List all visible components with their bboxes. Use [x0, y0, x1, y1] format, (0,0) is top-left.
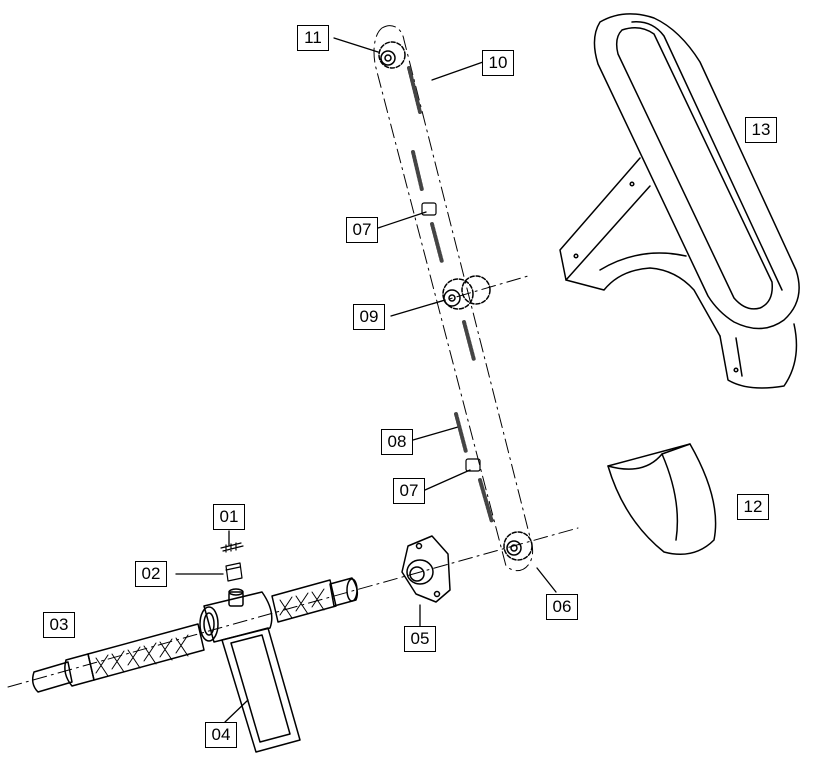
shaft-key [225, 562, 243, 582]
seat [559, 13, 800, 389]
seat-pad-inner [615, 27, 773, 310]
flange-bearing [401, 535, 451, 603]
seat-support-curve [599, 252, 687, 271]
callout-10: 10 [482, 50, 514, 76]
small-hardware [220, 542, 244, 582]
main-shaft [31, 577, 359, 693]
chain-segment [462, 320, 476, 362]
seat-bottom-skirt [719, 323, 798, 389]
seat-bolt [629, 181, 635, 187]
main-shaft-axis [7, 527, 579, 688]
chain-connector-upper [421, 202, 437, 216]
tee-hub [199, 588, 301, 753]
leader-04 [224, 699, 249, 723]
leader-07a [377, 211, 427, 229]
seat-pad-edge [631, 21, 783, 291]
seat-support-bracket [565, 267, 721, 337]
middle-sprocket [442, 275, 491, 310]
top-sprocket [378, 41, 406, 69]
top-sprocket-hub [380, 50, 396, 66]
shaft-right-end [346, 578, 358, 602]
flange-bolt-hole-top [415, 542, 423, 550]
set-screw [220, 542, 244, 553]
shaft-right-stub [329, 577, 359, 607]
flange-plate [401, 535, 451, 603]
leader-lines [175, 37, 557, 723]
leader-10 [431, 61, 484, 81]
callout-09: 09 [353, 304, 385, 330]
callout-07-upper: 07 [346, 217, 378, 243]
shaft-left-knurl-pattern [95, 634, 189, 677]
callout-04: 04 [205, 722, 237, 748]
seat-bolt [733, 367, 739, 373]
handle-inner [230, 634, 291, 743]
middle-sprocket-bore [448, 294, 456, 302]
callout-08: 08 [381, 429, 413, 455]
leader-07b [424, 469, 471, 491]
chain-segments [407, 66, 494, 524]
handle-outer [221, 627, 301, 753]
upper-axis [431, 275, 529, 305]
bottom-sprocket [503, 531, 533, 561]
chain-loop-outline [373, 25, 534, 572]
shaft-left-collar [64, 653, 95, 687]
leader-08 [412, 426, 459, 441]
callout-07-lower: 07 [393, 478, 425, 504]
bottom-sprocket-bore [510, 544, 518, 552]
callout-03: 03 [43, 612, 75, 638]
callout-06: 06 [546, 594, 578, 620]
shaft-left-knurled [87, 623, 205, 681]
chain-connector-lower [465, 458, 481, 472]
guard-rim [661, 443, 691, 455]
shaft-right-knurl-pattern [279, 588, 325, 619]
top-sprocket-bore [384, 54, 392, 62]
bottom-sprocket-hub [506, 540, 522, 556]
chain-segment [430, 222, 444, 264]
shaft-right-knurled [271, 579, 337, 623]
chain-segment [407, 66, 422, 114]
callout-01: 01 [213, 504, 245, 530]
seat-support-plate [559, 157, 651, 281]
tee-hub-bore-inner [203, 612, 215, 636]
callout-12: 12 [737, 494, 769, 520]
leader-11 [333, 37, 379, 53]
chain-segment [478, 478, 494, 524]
shaft-left-stub [31, 661, 73, 693]
callout-02: 02 [135, 561, 167, 587]
tee-hub-bore [199, 606, 219, 642]
top-sprocket-gear [378, 41, 406, 69]
leader-09 [390, 299, 446, 317]
seat-bolt [573, 253, 579, 259]
middle-sprocket-hub [443, 289, 461, 307]
curved-guard [607, 443, 717, 555]
callout-11: 11 [297, 25, 329, 51]
tee-hub-body [203, 591, 273, 643]
callout-05: 05 [404, 626, 436, 652]
guard-outer [607, 443, 717, 555]
seat-pad-outer [593, 13, 800, 330]
axis-lines [7, 25, 579, 688]
guard-inner [607, 453, 679, 541]
chain-segment [411, 150, 424, 192]
chain-connectors [421, 202, 481, 472]
leader-06 [536, 567, 557, 593]
seat-bottom-skirt-inner [735, 337, 743, 377]
shaft-key-face [225, 566, 241, 571]
chain-segment [454, 412, 468, 454]
middle-sprocket-gear-front [442, 278, 474, 310]
tee-hub-set-boss [228, 591, 244, 607]
middle-sprocket-gear-rear [461, 275, 491, 305]
flange-bearing-inner [409, 566, 425, 582]
bottom-sprocket-gear [503, 531, 533, 561]
callout-13: 13 [745, 117, 777, 143]
flange-bearing-outer [406, 559, 434, 585]
tee-hub-set-boss-top [228, 588, 244, 596]
flange-bolt-hole-bottom [433, 590, 441, 598]
